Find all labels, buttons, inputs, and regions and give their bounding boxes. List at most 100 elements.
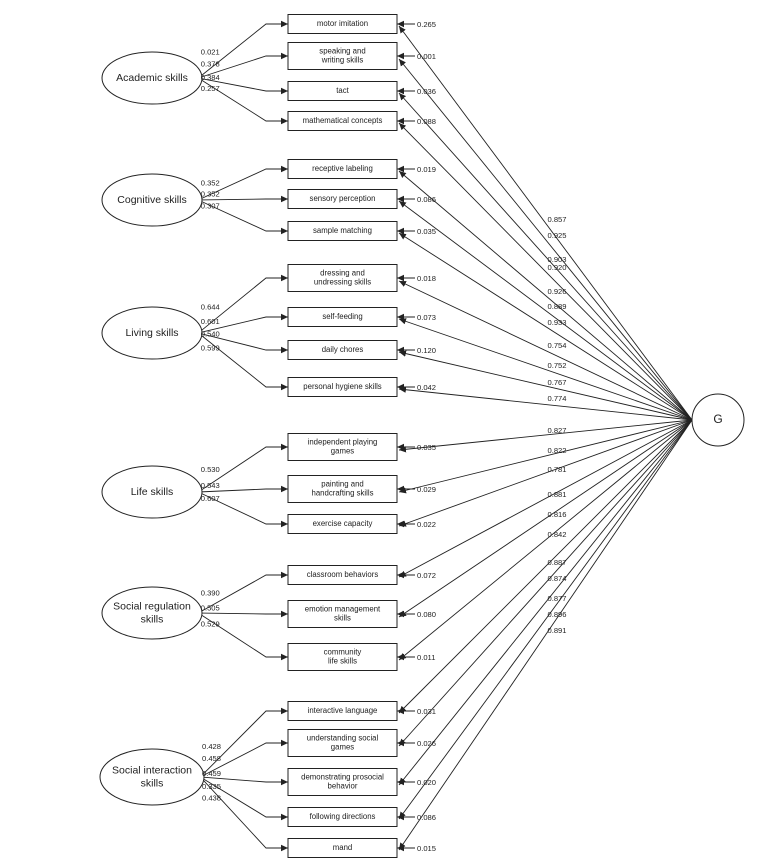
indicator-demonstrating-prosocial-behavior — [287, 768, 398, 796]
residual-value: 0.031 — [417, 707, 436, 716]
factor-life-skills — [101, 465, 203, 519]
residual-value: 0.086 — [417, 195, 436, 204]
general-loading-value: 0.887 — [547, 558, 566, 567]
factor-loading-value: 0.378 — [201, 60, 220, 69]
general-loading-arrow — [398, 419, 693, 527]
indicator-community-life-skills — [287, 643, 398, 671]
factor-loading-value: 0.390 — [201, 589, 220, 598]
indicator-label-daily-chores: daily chores — [322, 345, 364, 354]
factor-label-academic-skills: Academic skills — [116, 72, 188, 84]
factor-loading-arrow — [200, 79, 288, 125]
factor-loading-value: 0.384 — [201, 73, 220, 82]
indicator-label-tact: tact — [336, 86, 349, 95]
factor-loading-arrow — [200, 20, 288, 77]
factor-loading-arrow — [200, 333, 288, 354]
general-loading-arrow — [398, 350, 693, 421]
general-loading-arrow — [398, 419, 693, 747]
general-loading-value: 0.816 — [547, 510, 566, 519]
factor-loading-value: 0.021 — [201, 48, 220, 57]
indicator-following-directions — [287, 807, 398, 827]
factor-loading-arrow — [200, 165, 288, 200]
indicator-label-mathematical-concepts: mathematical concepts — [303, 116, 383, 125]
indicator-exercise-capacity — [287, 514, 398, 534]
factor-social-interaction-skills — [99, 748, 205, 806]
general-loading-arrow — [398, 122, 693, 421]
residual-value: 0.120 — [417, 346, 436, 355]
general-loading-arrow — [398, 92, 693, 421]
indicator-sensory-perception — [287, 189, 398, 209]
general-loading-arrow — [398, 419, 693, 786]
general-loading-value: 0.889 — [547, 302, 566, 311]
indicator-label-personal-hygiene-skills: personal hygiene skills — [303, 382, 382, 391]
general-loading-value: 0.903 — [547, 255, 566, 264]
factor-loading-arrow — [200, 614, 288, 661]
general-loading-value: 0.767 — [547, 378, 566, 387]
factor-loading-value: 0.540 — [201, 329, 220, 338]
factor-loading-value: 0.529 — [201, 620, 220, 629]
general-loading-value: 0.891 — [547, 626, 566, 635]
indicator-motor-imitation — [287, 14, 398, 34]
general-loading-arrow — [398, 200, 693, 421]
factor-loading-value: 0.644 — [201, 302, 220, 311]
factor-loading-value: 0.352 — [201, 190, 220, 199]
residual-value: 0.035 — [417, 227, 436, 236]
general-loading-arrow — [398, 386, 693, 421]
indicator-label-following-directions: following directions — [310, 812, 376, 821]
general-loading-value: 0.925 — [547, 231, 566, 240]
residual-value: 0.086 — [417, 813, 436, 822]
general-loading-value: 0.781 — [547, 465, 566, 474]
factor-loading-value: 0.607 — [201, 494, 220, 503]
general-loading-value: 0.754 — [547, 341, 566, 350]
factor-loading-value: 0.459 — [202, 769, 221, 778]
factor-loading-value: 0.335 — [202, 782, 221, 791]
factor-loading-arrow — [200, 274, 288, 332]
general-loading-value: 0.827 — [547, 426, 566, 435]
factor-loading-arrow — [200, 52, 288, 78]
factor-loading-arrow — [202, 707, 288, 775]
factor-loading-arrow — [200, 571, 288, 612]
factor-loading-arrow — [200, 492, 288, 528]
residual-value: 0.036 — [417, 87, 436, 96]
factor-living-skills — [101, 306, 203, 360]
residual-value: 0.029 — [417, 485, 436, 494]
factor-label-life-skills: Life skills — [131, 486, 174, 498]
factor-cognitive-skills — [101, 173, 203, 227]
residual-value: 0.018 — [417, 274, 436, 283]
indicator-self-feeding — [287, 307, 398, 327]
general-loading-arrow — [398, 419, 693, 453]
factor-loading-value: 0.307 — [201, 202, 220, 211]
general-loading-value: 0.822 — [547, 446, 566, 455]
general-loading-arrow — [398, 232, 693, 421]
general-loading-value: 0.920 — [547, 263, 566, 272]
indicator-painting-and-handcrafting-skills — [287, 475, 398, 503]
general-loading-arrow — [398, 419, 693, 578]
general-loading-arrow — [398, 419, 693, 714]
indicator-personal-hygiene-skills — [287, 377, 398, 397]
indicator-receptive-labeling — [287, 159, 398, 179]
factor-label-living-skills: Living skills — [125, 327, 178, 339]
factor-loading-value: 0.601 — [201, 317, 220, 326]
general-loading-arrow — [398, 419, 693, 820]
factor-loading-arrow — [202, 778, 288, 821]
general-loading-value: 0.881 — [547, 490, 566, 499]
indicator-label-self-feeding: self-feeding — [322, 312, 362, 321]
factor-loading-value: 0.352 — [201, 178, 220, 187]
residual-value: 0.022 — [417, 520, 436, 529]
general-loading-arrow — [398, 170, 693, 421]
general-loading-value: 0.926 — [547, 287, 566, 296]
general-loading-arrow — [398, 419, 693, 661]
residual-value: 0.019 — [417, 165, 436, 174]
factor-loading-value: 0.428 — [202, 742, 221, 751]
indicator-mand — [287, 838, 398, 858]
residual-value: 0.026 — [417, 739, 436, 748]
factor-loading-value: 0.458 — [202, 754, 221, 763]
factor-loading-arrow — [200, 610, 288, 618]
